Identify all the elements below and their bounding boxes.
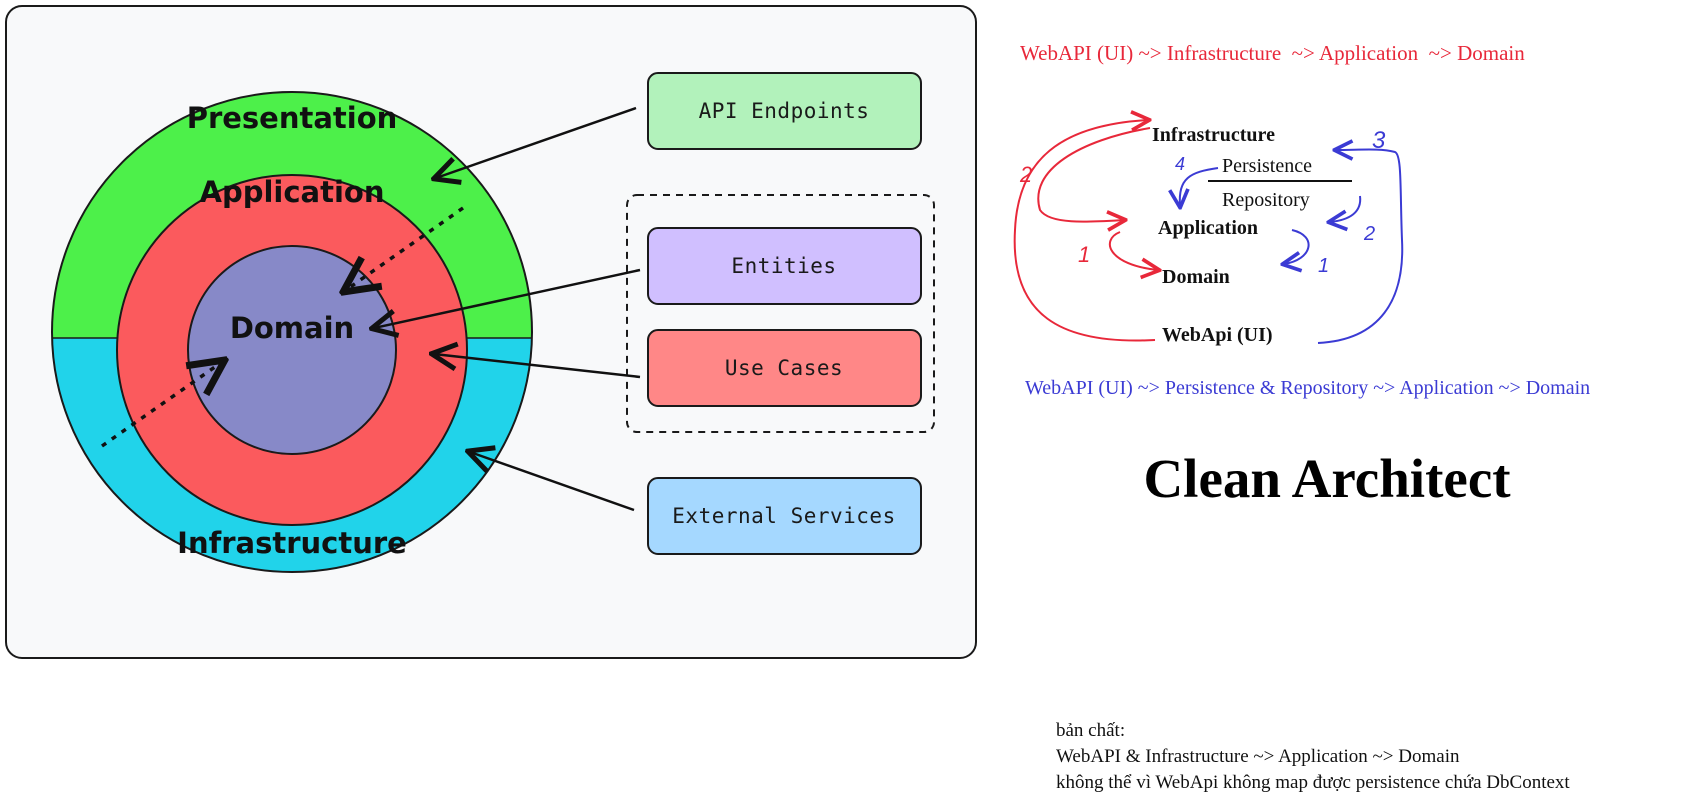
blue-number-4: 4 — [1175, 154, 1185, 174]
red-arrow-application-to-domain — [1108, 231, 1158, 270]
essence-line-2: WebAPI & Infrastructure ~> Application ~… — [1056, 746, 1460, 767]
blue-arrow-persistence-to-repository — [1180, 167, 1219, 206]
application-label: Application — [200, 175, 385, 209]
red-number-1: 1 — [1078, 242, 1090, 267]
blue-arrow-webapi-to-persistence — [1317, 150, 1404, 344]
api-endpoints-text: API Endpoints — [699, 99, 870, 123]
blue-number-2: 2 — [1363, 223, 1375, 245]
essence-line-3: không thể vì WebApi không map được persi… — [1056, 772, 1570, 793]
external-services-box — [647, 477, 922, 555]
entities-text: Entities — [731, 254, 836, 278]
use-cases-text: Use Cases — [725, 356, 843, 380]
clean-architect-title: Clean Architect — [1143, 448, 1511, 509]
blue-flow-text: WebAPI (UI) ~> Persistence & Repository … — [1025, 377, 1590, 399]
red-number-2: 2 — [1019, 162, 1032, 187]
infrastructure-label: Infrastructure — [177, 526, 407, 560]
api-endpoints-box — [647, 72, 922, 150]
sketch-domain: Domain — [1162, 266, 1230, 288]
arrow-external-to-infrastructure — [470, 452, 635, 512]
blue-arrow-repository-to-application — [1330, 195, 1362, 222]
external-services-text: External Services — [672, 504, 895, 528]
domain-core — [187, 245, 397, 455]
red-arrow-infrastructure-to-application — [1037, 127, 1151, 222]
sketch-webapi: WebApi (UI) — [1162, 324, 1273, 346]
sketch-repository: Repository — [1222, 189, 1310, 211]
use-cases-box — [647, 329, 922, 407]
domain-label: Domain — [230, 311, 354, 345]
red-arrow-webapi-to-infrastructure — [1013, 120, 1156, 342]
arrow-usecases-to-application — [434, 354, 641, 379]
essence-line-1: bản chất: — [1056, 720, 1125, 741]
blue-number-1: 1 — [1318, 255, 1329, 277]
layer-group-dashed — [626, 194, 935, 433]
presentation-label: Presentation — [187, 101, 398, 135]
sketch-persistence: Persistence — [1222, 155, 1312, 177]
red-flow-text: WebAPI (UI) ~> Infrastructure ~> Applica… — [1020, 41, 1525, 65]
outer-ring-border — [51, 91, 533, 573]
arrow-api-to-presentation — [436, 106, 637, 178]
blue-number-3: 3 — [1372, 127, 1386, 154]
blue-arrow-application-to-domain — [1284, 229, 1310, 264]
sketch-application: Application — [1158, 217, 1258, 239]
entities-box — [647, 227, 922, 305]
dashed-arrow-to-domain-bottom — [100, 362, 222, 448]
arrow-entities-to-domain — [374, 268, 641, 328]
sketch-infrastructure: Infrastructure — [1152, 124, 1275, 146]
